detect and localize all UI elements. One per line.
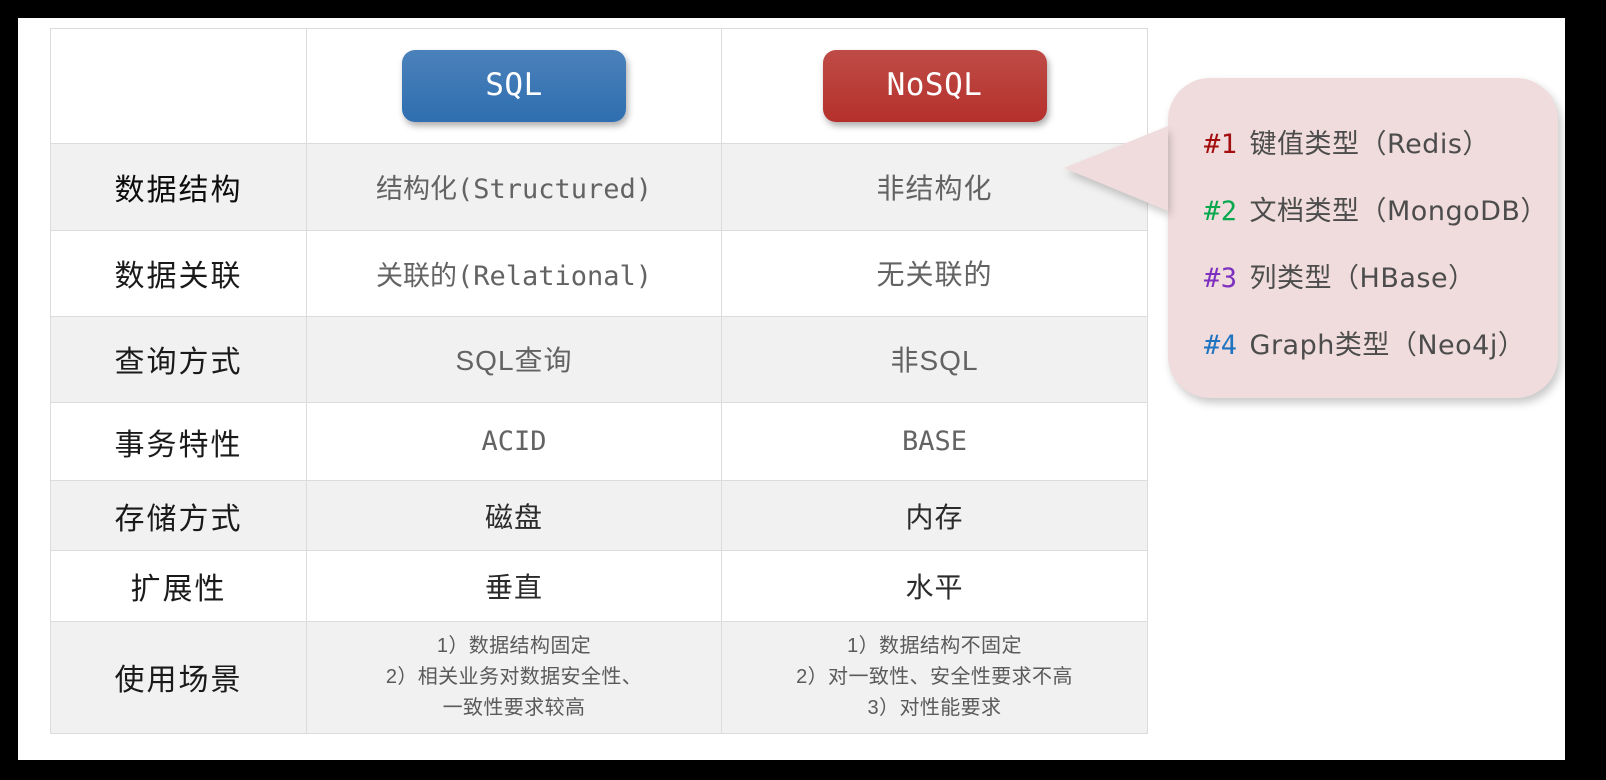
slide-page: SQL NoSQL 数据结构 结构化(Structured) 非结构化 数据关联… (18, 18, 1565, 760)
sql-nosql-comparison-table: SQL NoSQL 数据结构 结构化(Structured) 非结构化 数据关联… (50, 27, 1148, 735)
list-item: #1 键值类型（Redis） (1204, 122, 1550, 161)
table-row: 查询方式 SQL查询 非SQL (50, 315, 1148, 404)
header-sql-cell: SQL (306, 27, 722, 145)
cell-nosql-data-relation: 无关联的 (721, 229, 1148, 317)
table-row: 扩展性 垂直 水平 (50, 550, 1148, 622)
cell-nosql-query-method: 非SQL (721, 315, 1148, 404)
row-label-query-method: 查询方式 (50, 315, 307, 404)
list-item: #3 列类型（HBase） (1204, 256, 1550, 295)
list-item: #4 Graph类型（Neo4j） (1204, 323, 1550, 362)
row-label-storage: 存储方式 (50, 480, 307, 552)
table-row: 存储方式 磁盘 内存 (50, 480, 1148, 552)
cell-sql-scalability: 垂直 (306, 550, 722, 622)
nosql-badge[interactable]: NoSQL (822, 50, 1047, 123)
use-case-line: 2）相关业务对数据安全性、 (385, 665, 643, 688)
item-tag-4: #4 (1204, 330, 1238, 361)
row-label-data-relation: 数据关联 (50, 229, 307, 317)
item-tag-1: #1 (1204, 129, 1238, 160)
item-tag-2: #2 (1204, 196, 1238, 227)
cell-sql-data-structure: 结构化(Structured) (306, 143, 722, 231)
header-nosql-cell: NoSQL (721, 27, 1148, 145)
use-case-line: 1）数据结构不固定 (847, 634, 1022, 657)
nosql-types-list: #1 键值类型（Redis） #2 文档类型（MongoDB） #3 列类型（HBas… (1204, 122, 1550, 362)
table-header-row: SQL NoSQL (50, 27, 1148, 145)
table-row: 数据结构 结构化(Structured) 非结构化 (50, 143, 1148, 231)
sql-badge[interactable]: SQL (402, 50, 626, 123)
table-row: 使用场景 1）数据结构固定 2）相关业务对数据安全性、 一致性要求较高 1）数据… (50, 620, 1148, 735)
cell-nosql-transaction: BASE (721, 402, 1148, 482)
use-case-line: 1）数据结构固定 (436, 634, 592, 657)
row-label-data-structure: 数据结构 (50, 143, 307, 231)
cell-sql-transaction: ACID (306, 402, 722, 482)
cell-nosql-scalability: 水平 (721, 550, 1148, 622)
table-row: 数据关联 关联的(Relational) 无关联的 (50, 229, 1148, 317)
cell-nosql-storage: 内存 (721, 480, 1148, 552)
nosql-types-callout: #1 键值类型（Redis） #2 文档类型（MongoDB） #3 列类型（HBas… (1064, 78, 1558, 398)
table-row: 事务特性 ACID BASE (50, 402, 1148, 482)
item-text-4: Graph类型（Neo4j） (1249, 330, 1526, 361)
cell-sql-storage: 磁盘 (306, 480, 722, 552)
cell-sql-query-method: SQL查询 (306, 315, 722, 404)
item-text-2: 文档类型（MongoDB） (1249, 196, 1548, 227)
row-label-transaction: 事务特性 (50, 402, 307, 482)
header-empty-cell (50, 27, 307, 145)
use-case-line: 2）对一致性、安全性要求不高 (796, 665, 1073, 688)
use-case-line: 3）对性能要求 (867, 696, 1002, 719)
item-tag-3: #3 (1204, 263, 1238, 294)
use-case-line: 一致性要求较高 (442, 696, 586, 719)
cell-sql-use-case: 1）数据结构固定 2）相关业务对数据安全性、 一致性要求较高 (306, 620, 722, 735)
callout-tail-pointer (1064, 126, 1168, 211)
cell-nosql-use-case: 1）数据结构不固定 2）对一致性、安全性要求不高 3）对性能要求 (721, 620, 1148, 735)
list-item: #2 文档类型（MongoDB） (1204, 189, 1550, 228)
row-label-scalability: 扩展性 (50, 550, 307, 622)
row-label-use-case: 使用场景 (50, 620, 307, 735)
cell-sql-data-relation: 关联的(Relational) (306, 229, 722, 317)
item-text-3: 列类型（HBase） (1249, 263, 1476, 294)
item-text-1: 键值类型（Redis） (1249, 129, 1490, 160)
